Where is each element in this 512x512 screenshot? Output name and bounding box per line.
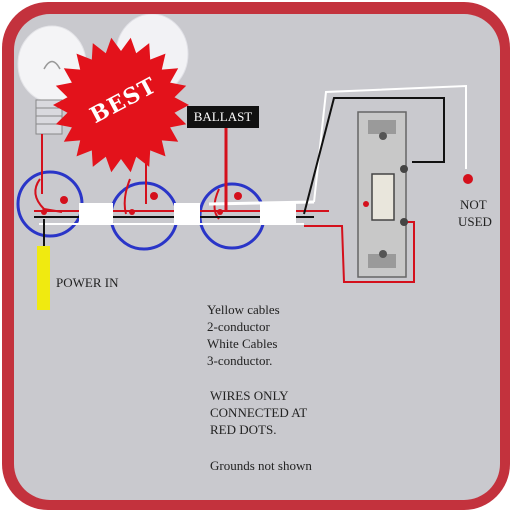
starburst-icon [53, 37, 189, 173]
note-white-cables: White Cables [207, 336, 278, 351]
not-used-dot [463, 174, 473, 184]
note-grounds-not-shown: Grounds not shown [210, 458, 312, 473]
not-used-label-line2: USED [458, 214, 492, 229]
junction-box-1 [16, 170, 84, 238]
best-badge: BEST [52, 36, 190, 174]
cable-jacket-2 [174, 203, 200, 223]
note-2-conductor: 2-conductor [207, 319, 270, 334]
cable-jacket-1 [79, 203, 113, 223]
ballast-label: BALLAST [187, 106, 259, 128]
not-used-label-line1: NOT [460, 197, 487, 212]
note-wires-only: WIRES ONLY [210, 388, 289, 403]
power-in-label: POWER IN [56, 275, 119, 290]
note-red-dots: RED DOTS. [210, 422, 277, 437]
power-in-yellow-cable [37, 246, 50, 310]
wiring-diagram-panel: BALLAST POWER IN NOT USED Yellow cables … [14, 14, 500, 500]
note-3-conductor: 3-conductor. [207, 353, 273, 368]
note-yellow-cables: Yellow cables [207, 302, 280, 317]
note-connected-at: CONNECTED AT [210, 405, 308, 420]
light-switch [357, 111, 408, 278]
cable-jacket-3 [260, 203, 296, 223]
